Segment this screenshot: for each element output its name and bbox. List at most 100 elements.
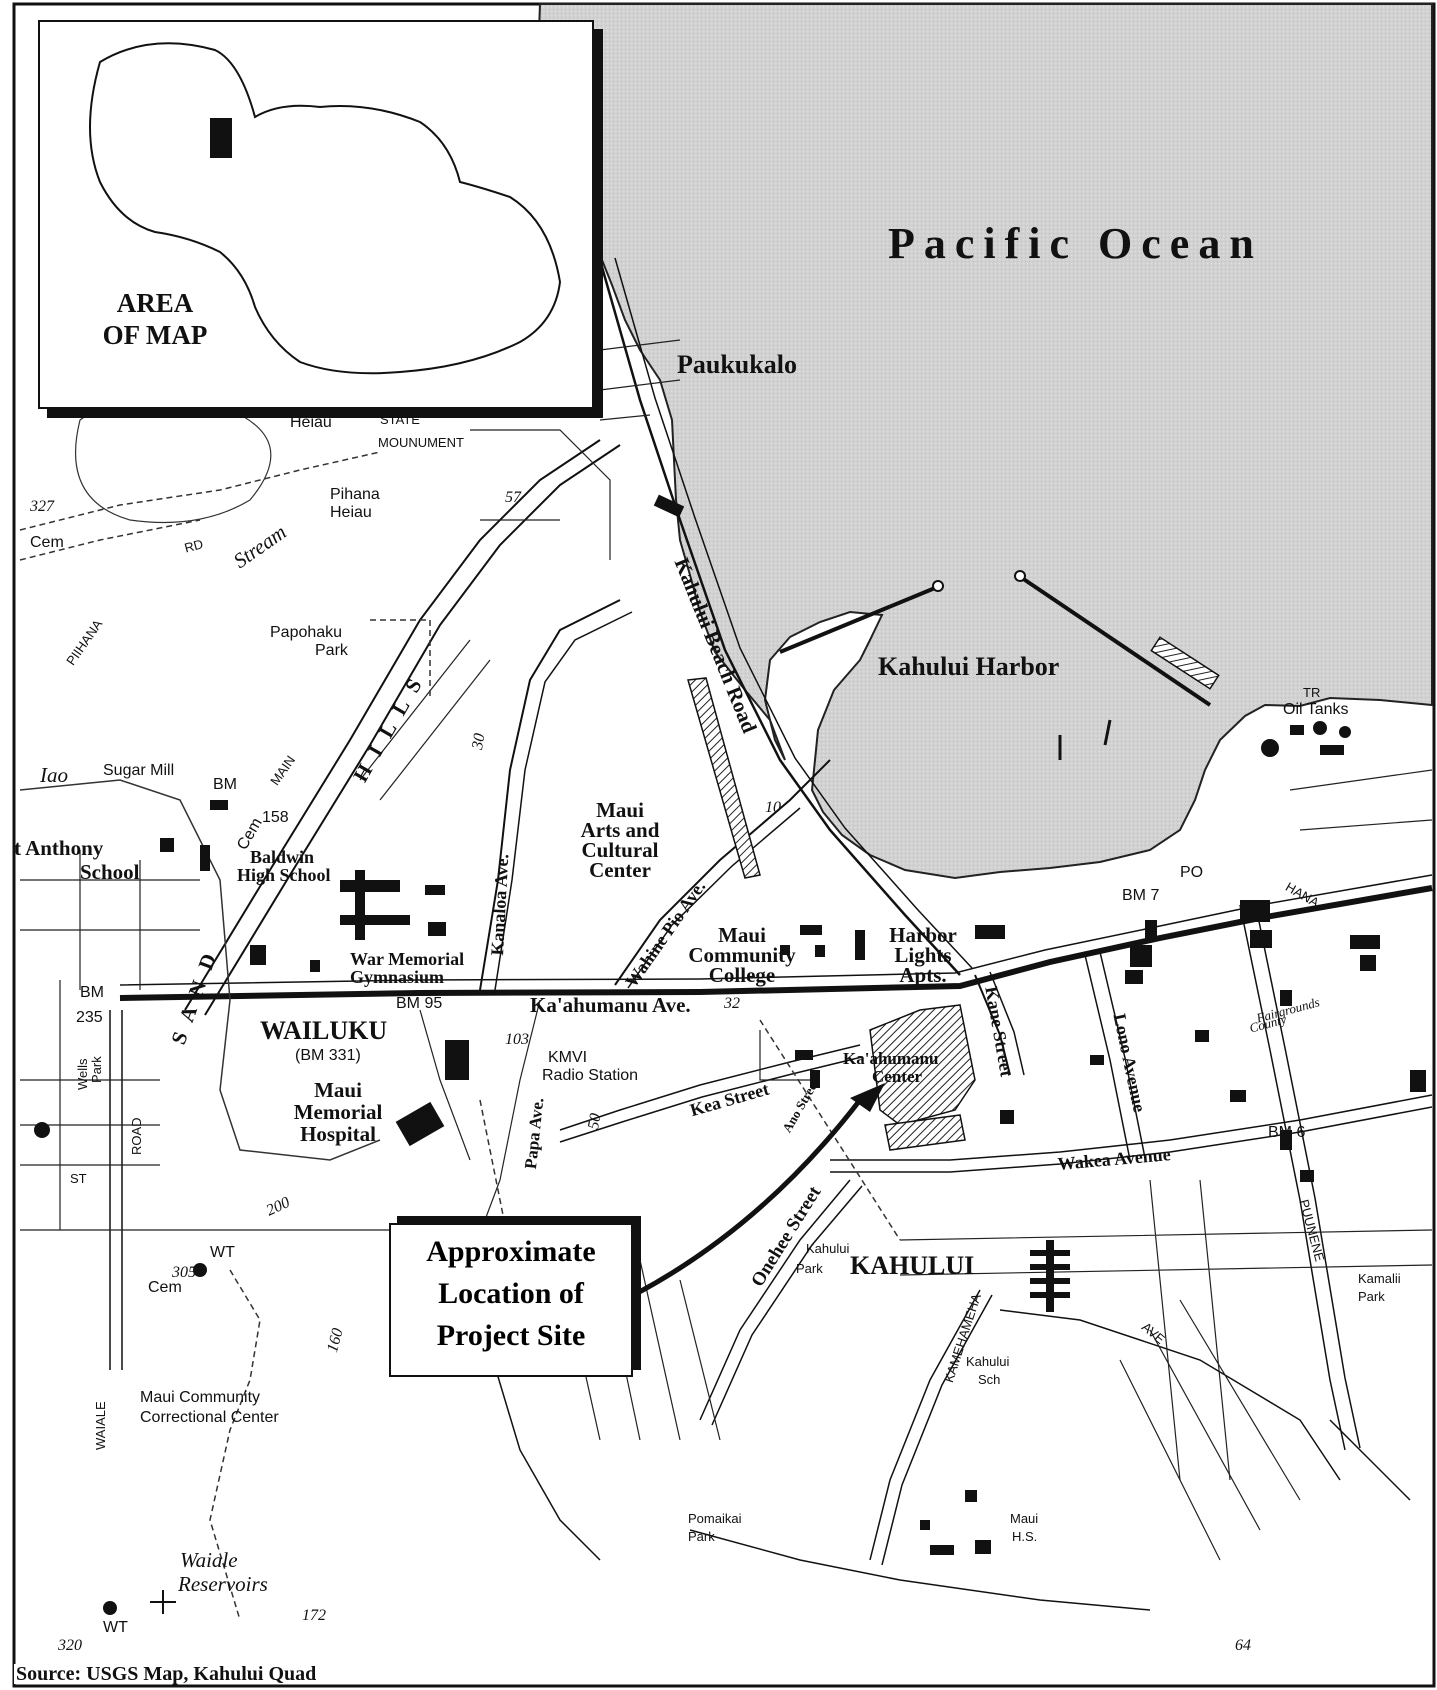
st-anthony-line2: School [80, 860, 140, 884]
label-bm-left: BM [80, 984, 104, 1001]
label-pomaikai-1: Pomaikai [688, 1511, 742, 1526]
road-st: ST [70, 1171, 87, 1186]
iao-label: Iao [40, 763, 68, 787]
label-pihana-2: Heiau [330, 504, 372, 521]
hospital-line1: Maui [314, 1078, 362, 1102]
place-kahului: KAHULUI [850, 1251, 975, 1280]
label-wt-1: WT [210, 1244, 235, 1261]
breakwater-west [779, 586, 936, 654]
label-wells-park-1: Wells [75, 1058, 90, 1090]
label-oil-tanks: Oil Tanks [1283, 701, 1349, 718]
callout-arrow [626, 1098, 862, 1301]
harbor-lights-line2: Lights [894, 943, 952, 967]
label-kahului-park-2: Park [796, 1261, 823, 1276]
road-waiale: WAIALE [93, 1401, 108, 1450]
label-papohaku-2: Park [315, 642, 348, 659]
wailuku-benchmark: (BM 331) [295, 1047, 361, 1064]
elev-103: 103 [505, 1031, 529, 1048]
label-maui-hs-2: H.S. [1012, 1529, 1038, 1544]
waiale-line2: Reservoirs [178, 1572, 268, 1596]
elev-57: 57 [505, 489, 521, 506]
mcc-line2: Community [688, 943, 796, 967]
label-kahului-park-1: Kahului [806, 1241, 850, 1256]
callout-line3: Project Site [436, 1319, 586, 1352]
maui-arts-line1: Maui [596, 798, 644, 822]
elev-320: 320 [58, 1637, 82, 1654]
label-kamalii-2: Park [1358, 1289, 1385, 1304]
ocean-label: Pacific Ocean [888, 219, 1263, 268]
elev-327: 327 [30, 498, 54, 515]
hatched-strip [687, 677, 761, 879]
iao-stream [19, 779, 381, 1161]
label-pomaikai-2: Park [688, 1529, 715, 1544]
harbor-pier-hatched [1150, 636, 1220, 690]
elev-305: 305 [172, 1264, 196, 1281]
inset-label-line1: AREA [116, 288, 194, 318]
maui-arts-line2: Arts and [580, 818, 660, 842]
baldwin-line1: Baldwin [250, 847, 315, 867]
pacific-ocean-area [536, 3, 1433, 880]
label-kmvi-2: Radio Station [542, 1067, 639, 1084]
war-memorial-line2: Gymnasium [350, 967, 445, 987]
maui-arts-line3: Cultural [581, 838, 659, 862]
minor-streets [20, 339, 1433, 1561]
breakwater-east [1020, 576, 1212, 707]
elev-64: 64 [1235, 1637, 1251, 1654]
trails-dashed [19, 451, 901, 1621]
label-cem-3: Cem [148, 1279, 182, 1296]
label-po: PO [1180, 864, 1204, 881]
road-kaahumanu-ave: Ka'ahumanu Ave. [530, 993, 691, 1017]
place-paukukalo: Paukukalo [677, 350, 797, 379]
elev-235: 235 [76, 1009, 103, 1026]
road-road: ROAD [129, 1117, 144, 1155]
elev-30: 30 [469, 732, 489, 751]
label-heiau: Heiau [290, 414, 332, 431]
label-state-monument-1: STATE [380, 412, 420, 427]
elev-50: 50 [585, 1112, 605, 1131]
label-bm6: BM 6 [1268, 1124, 1306, 1141]
source-credit: Source: USGS Map, Kahului Quad [14, 1663, 319, 1685]
label-kahului-sch-1: Kahului [966, 1354, 1010, 1369]
label-pihana-1: Pihana [330, 486, 380, 503]
elev-172: 172 [302, 1607, 326, 1624]
maui-arts-line4: Center [589, 858, 651, 882]
waiale-line1: Waiale [180, 1548, 238, 1572]
mcc-line3: College [708, 963, 776, 987]
project-area-marker [210, 118, 232, 158]
label-tr: TR [1303, 685, 1321, 700]
kaahumanu-center-line1: Ka'ahumanu [843, 1049, 939, 1068]
label-bm-top: BM [213, 776, 237, 793]
buildings [34, 494, 1426, 1615]
inset-map: AREA OF MAP [38, 20, 594, 409]
label-papohaku-1: Papohaku [270, 624, 343, 641]
hospital-line3: Hospital [300, 1122, 376, 1146]
label-bm95: BM 95 [396, 995, 443, 1012]
baldwin-line2: High School [237, 865, 331, 885]
place-wailuku: WAILUKU [260, 1016, 388, 1045]
elev-32: 32 [724, 995, 740, 1012]
hospital-line2: Memorial [293, 1100, 383, 1124]
label-sugar-mill: Sugar Mill [103, 762, 175, 779]
war-memorial-line1: War Memorial [350, 949, 465, 969]
label-kahului-sch-2: Sch [978, 1372, 1001, 1387]
inset-label-line2: OF MAP [102, 320, 208, 350]
project-site-callout: Approximate Location of Project Site [389, 1223, 633, 1377]
kaahumanu-center-line2: Center [872, 1067, 923, 1086]
label-kmvi-1: KMVI [548, 1049, 588, 1066]
place-kahului-harbor: Kahului Harbor [878, 652, 1060, 681]
elev-10: 10 [765, 799, 781, 816]
harbor-lights-line3: Apts. [899, 963, 947, 987]
label-correctional-1: Maui Community [140, 1389, 261, 1406]
label-wells-park-2: Park [89, 1056, 104, 1083]
callout-line2: Location of [438, 1277, 584, 1310]
maui-island-outline [89, 42, 562, 375]
label-kamalii-1: Kamalii [1358, 1271, 1401, 1286]
st-anthony-line1: t Anthony [14, 836, 104, 860]
label-maui-hs-1: Maui [1010, 1511, 1039, 1526]
mcc-line1: Maui [718, 923, 766, 947]
callout-line1: Approximate [426, 1235, 596, 1268]
elev-158: 158 [262, 809, 289, 826]
harbor-lights-line1: Harbor [889, 923, 957, 947]
label-wt-2: WT [103, 1619, 128, 1636]
